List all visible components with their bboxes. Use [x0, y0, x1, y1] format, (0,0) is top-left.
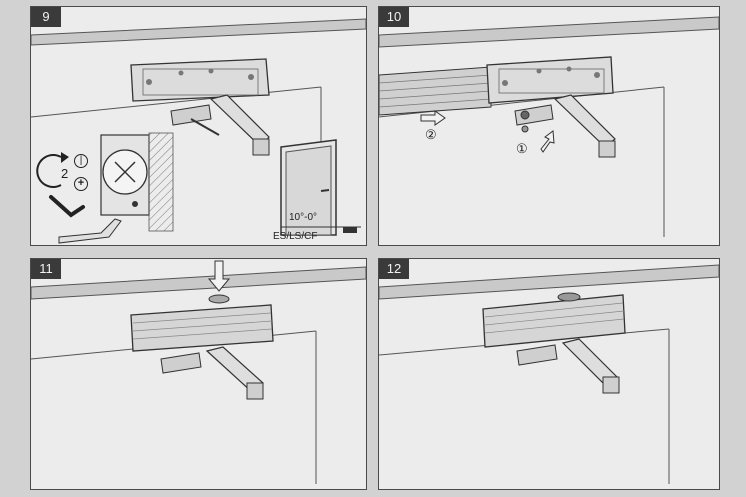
closer-cover — [379, 66, 492, 116]
angle-label: 10°-0° — [289, 212, 318, 223]
step-two-marker: ② — [425, 127, 437, 142]
closer-arm — [516, 338, 620, 394]
step-10-panel: 10 — [378, 6, 720, 246]
step-9-illustration — [31, 18, 366, 244]
step-11-panel: 11 — [30, 258, 367, 490]
plus-circle-icon: + — [74, 177, 88, 191]
rotate-step-number: 2 — [61, 166, 69, 181]
closer-cover — [482, 294, 626, 348]
step-number: 10 — [379, 7, 409, 27]
step-12-panel: 12 — [378, 258, 720, 490]
step-number: 11 — [31, 259, 61, 279]
closer-arm — [160, 346, 264, 400]
step-11-illustration — [31, 260, 366, 484]
valve-detail — [58, 132, 174, 244]
step-10-illustration — [379, 16, 719, 237]
step-9-panel: 9 — [30, 6, 367, 246]
closer-arm — [514, 94, 616, 158]
minus-circle-icon: | — [74, 154, 88, 168]
door-closer-body — [486, 56, 614, 104]
step-number: 12 — [379, 259, 409, 279]
step-number: 9 — [31, 7, 61, 27]
door-closer-body — [130, 58, 270, 102]
door-diagram — [280, 139, 361, 236]
closer-arm — [170, 94, 270, 156]
step-one-marker: ① — [516, 141, 528, 156]
variants-label: ES/LS/CF — [273, 231, 318, 242]
closer-cover — [130, 304, 274, 352]
step-12-illustration — [379, 264, 719, 484]
